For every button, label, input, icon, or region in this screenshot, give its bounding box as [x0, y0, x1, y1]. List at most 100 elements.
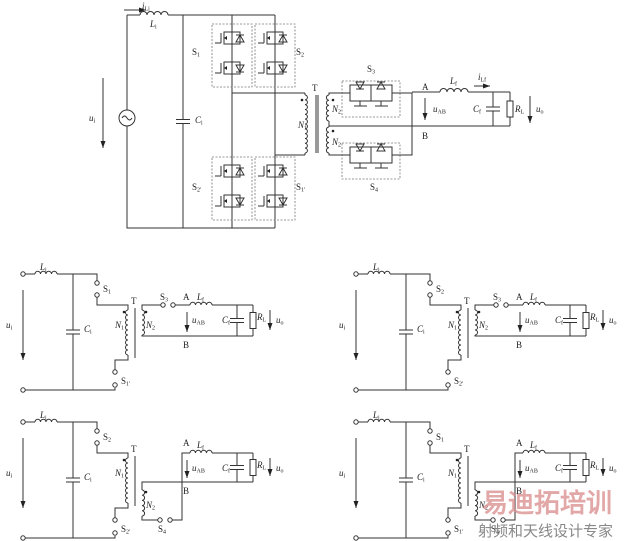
diode-wire [232, 194, 241, 208]
label-r_l: RL [256, 460, 267, 472]
voltage-arrow-u-i-head [353, 353, 359, 360]
terminal [112, 369, 118, 375]
switch-frame [370, 146, 393, 155]
terminal [427, 428, 433, 434]
diode [235, 197, 245, 207]
diode [376, 142, 386, 152]
diode-wire [275, 61, 284, 75]
transformer-winding [125, 309, 129, 356]
label-s3: S3 [367, 64, 375, 76]
voltage-arrow-u-ab-head [184, 471, 190, 478]
mosfet-arrow [267, 169, 270, 173]
label-r_l: RL [589, 460, 600, 472]
wire [400, 92, 413, 156]
diode [278, 33, 288, 43]
polarity-dot [144, 490, 148, 494]
label-n2: N2 [478, 500, 488, 512]
label-l_f: Lf [529, 292, 537, 304]
wire [429, 445, 462, 458]
terminal [490, 517, 496, 523]
label-s1p: S1' [121, 376, 130, 388]
diode-wire [275, 164, 284, 178]
switch-box [341, 80, 401, 118]
polarity-dot [455, 310, 459, 314]
voltage-arrow-u-o-head [527, 116, 533, 123]
label-l_i: Li [149, 19, 157, 31]
polarity-dot [144, 310, 148, 314]
mosfet-arrow [224, 66, 227, 70]
wire [474, 481, 586, 490]
wire [447, 503, 462, 518]
watermark-line2: 射频和天线设计专家 [478, 522, 613, 540]
transformer-winding [474, 489, 479, 517]
label-c_i: Ci [195, 115, 203, 127]
label-l_f: Lf [449, 76, 457, 88]
switch-s2: S2 [254, 23, 304, 88]
label-u_o: uo [609, 315, 617, 327]
label-u_ab: uAB [525, 463, 538, 475]
wire [358, 388, 449, 391]
label-b: B [183, 340, 189, 350]
label-u_i: ui [339, 468, 346, 480]
switch-frame [370, 84, 393, 93]
mosfet-arrow [267, 66, 270, 70]
terminal [112, 517, 118, 523]
label-n2: N2 [145, 500, 155, 512]
label-s4: S4 [158, 524, 166, 536]
inductor-coil [139, 11, 169, 16]
label-c_i: Ci [84, 324, 92, 336]
label-r_l: RL [256, 312, 267, 324]
voltage-arrow-u-ab-head [517, 325, 523, 332]
label-l_f: Lf [196, 440, 204, 452]
wire [114, 503, 129, 518]
switch-s2p: S2' [192, 156, 253, 221]
wire [447, 355, 462, 370]
terminal [160, 302, 166, 308]
mosfet-arrow [267, 199, 270, 203]
label-t: T [312, 83, 318, 93]
voltage-arrow-u-i-head [20, 501, 26, 508]
label-a: A [183, 292, 190, 302]
label-s1: S1 [436, 432, 444, 444]
voltage-arrow-u-o-head [267, 469, 273, 476]
wire [141, 516, 158, 521]
inductor-coil [367, 418, 391, 423]
diode [355, 143, 365, 153]
diode-wire [232, 61, 241, 75]
current-arrow-i-li-head [139, 7, 146, 13]
switch-box [254, 23, 296, 88]
inductor-coil [189, 301, 213, 306]
wire [328, 153, 342, 156]
label-a: A [422, 82, 429, 92]
label-a: A [516, 438, 523, 448]
polarity-dot [122, 458, 126, 462]
sine-icon [121, 115, 133, 121]
wire [96, 297, 129, 310]
voltage-arrow-u-ab-head [422, 113, 428, 120]
mosfet-arrow [224, 199, 227, 203]
label-c_i: Ci [417, 472, 425, 484]
voltage-arrow-u-o-head [267, 323, 273, 330]
terminal [157, 517, 163, 523]
label-u_ab: uAB [525, 315, 538, 327]
wire [429, 297, 462, 310]
diode [235, 33, 245, 43]
label-u_i: ui [339, 320, 346, 332]
label-s3: S3 [493, 292, 501, 304]
diode-wire [275, 31, 284, 45]
transformer-winding [325, 126, 330, 154]
transformer-winding [304, 94, 308, 154]
wire [474, 516, 491, 521]
terminal [427, 280, 433, 286]
diode [278, 64, 288, 74]
label-t: T [464, 444, 470, 454]
terminal [445, 530, 451, 536]
resistor [582, 459, 590, 476]
diode-wire [275, 194, 284, 208]
label-c_f: Cf [473, 104, 481, 116]
label-s2: S2 [296, 47, 304, 59]
label-l_i: Li [39, 262, 47, 274]
